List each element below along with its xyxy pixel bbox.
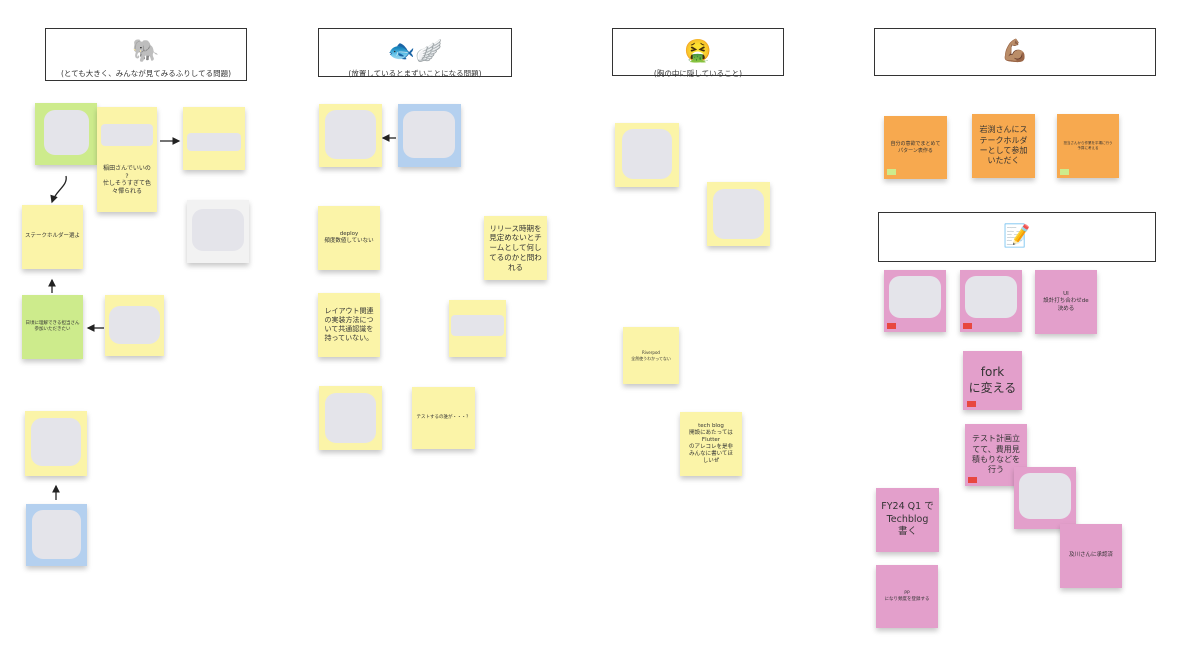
note-text: 担当さんから作業を平場に行う 予算に考える — [1063, 141, 1113, 150]
sticky-note-image[interactable] — [35, 103, 97, 165]
note-text: 日頃に理解できる担当さん 参加いただきたい — [25, 321, 80, 332]
sticky-note[interactable]: 担当さんから作業を平場に行う 予算に考える — [1057, 114, 1119, 178]
sticky-note[interactable]: テストするの誰が・・・？ — [412, 387, 475, 449]
note-text: fork に変える — [968, 364, 1017, 395]
note-text: リリース時期を 見定めないとチ ームとして何し てるのかと問わ れる — [489, 223, 542, 272]
image-placeholder — [192, 209, 244, 251]
fish-wing-emoji-icon: 🐟🪽 — [387, 39, 443, 64]
sticky-note[interactable]: UI 設計打ち合わせde 決める — [1035, 270, 1097, 334]
sticky-note-image[interactable] — [449, 300, 506, 357]
sticky-note-image[interactable] — [105, 295, 164, 356]
sticky-note[interactable]: tech blog 開設にあたっては Flutter のアレコレを是非 みんなに… — [680, 412, 742, 476]
flexed-biceps-emoji-icon: 💪🏽 — [1001, 39, 1029, 64]
image-placeholder — [713, 189, 764, 239]
sticky-note[interactable]: FY24 Q1 で Techblog 書く — [876, 488, 939, 552]
sticky-note-image[interactable] — [1014, 467, 1076, 529]
sticky-note[interactable]: Riverpod 全然使うわかってない — [623, 327, 679, 384]
sticky-note-image[interactable] — [319, 104, 382, 167]
note-tag — [887, 323, 896, 329]
note-text: ステークホルダー選よ — [25, 233, 81, 240]
image-placeholder — [622, 129, 672, 179]
note-text: テストするの誰が・・・？ — [416, 415, 471, 421]
image-placeholder — [1019, 473, 1071, 519]
note-text: 稲田さんでいいの ? 忙しそうすぎて色 々憚られる — [102, 164, 151, 196]
note-text: 岩渕さんにス テークホルダ ーとして参加 いただく — [979, 125, 1028, 166]
sticky-note[interactable]: deploy 頻度数値していない — [318, 206, 380, 270]
image-placeholder — [965, 276, 1017, 318]
header-fish[interactable]: 🐟🪽 (放置しているとまずいことになる問題) — [318, 28, 512, 78]
elephant-emoji-icon: 🐘 — [132, 39, 160, 64]
sticky-note-image[interactable] — [615, 123, 679, 187]
note-text: PP になり頻度を登録する — [884, 590, 930, 602]
note-text: レイアウト関連 の実装方法につ いて共通認識を 持っていない。 — [324, 306, 374, 343]
note-tag — [1060, 169, 1069, 175]
nauseated-face-emoji-icon: 🤮 — [684, 39, 712, 64]
note-tag — [967, 401, 976, 407]
image-placeholder — [325, 393, 376, 443]
header-caption: (とても大きく、みんなが見てみるふりしてる問題) — [60, 69, 232, 78]
note-text: tech blog 開設にあたっては Flutter のアレコレを是非 みんなに… — [688, 422, 733, 465]
note-text: 自分の意欲でまとめて パターン表作る — [890, 141, 941, 154]
note-tag — [887, 169, 896, 175]
image-placeholder — [109, 306, 160, 344]
sticky-note[interactable]: レイアウト関連 の実装方法につ いて共通認識を 持っていない。 — [318, 293, 380, 357]
sticky-note[interactable]: 稲田さんでいいの ? 忙しそうすぎて色 々憚られる — [97, 107, 157, 212]
image-placeholder — [44, 110, 89, 155]
header-elephant[interactable]: 🐘 (とても大きく、みんなが見てみるふりしてる問題) — [45, 28, 247, 81]
sticky-note[interactable]: PP になり頻度を登録する — [876, 565, 938, 628]
sticky-note[interactable]: 日頃に理解できる担当さん 参加いただきたい — [22, 295, 83, 359]
note-tag — [968, 477, 977, 483]
header-caption: (胸の中に隠していること) — [653, 69, 743, 78]
sticky-note-image[interactable] — [707, 182, 770, 246]
image-placeholder — [32, 510, 81, 559]
sticky-note-image[interactable] — [187, 200, 249, 263]
image-placeholder — [889, 276, 941, 318]
sticky-note[interactable]: 岩渕さんにス テークホルダ ーとして参加 いただく — [972, 114, 1035, 178]
image-placeholder — [187, 133, 241, 151]
sticky-note[interactable]: 自分の意欲でまとめて パターン表作る — [884, 116, 947, 179]
sticky-note-image[interactable] — [183, 107, 245, 170]
note-text: Riverpod 全然使うわかってない — [631, 350, 671, 361]
sticky-note[interactable]: fork に変える — [963, 351, 1022, 410]
note-text: UI 設計打ち合わせde 決める — [1043, 291, 1089, 312]
sticky-note[interactable]: 及川さんに承認済 — [1060, 524, 1122, 588]
note-text: 及川さんに承認済 — [1068, 552, 1113, 559]
image-placeholder — [403, 111, 455, 158]
image-placeholder — [451, 315, 504, 336]
header-nauseated[interactable]: 🤮 (胸の中に隠していること) — [612, 28, 784, 78]
image-placeholder — [325, 110, 376, 159]
sticky-note-image[interactable] — [26, 504, 87, 566]
sticky-note[interactable]: ステークホルダー選よ — [22, 205, 83, 269]
note-text: deploy 頻度数値していない — [324, 230, 374, 244]
sticky-note[interactable]: リリース時期を 見定めないとチ ームとして何し てるのかと問わ れる — [484, 216, 547, 280]
header-muscle[interactable]: 💪🏽 — [874, 28, 1156, 76]
sticky-note-image[interactable] — [960, 270, 1022, 332]
header-caption: (放置しているとまずいことになる問題) — [348, 69, 482, 78]
image-placeholder — [31, 418, 81, 466]
sticky-note-image[interactable] — [319, 386, 382, 450]
arrow-connector — [50, 175, 67, 204]
image-placeholder — [101, 124, 153, 146]
note-text: テスト計画立 てて、費用見 積もりなどを 行う — [972, 434, 1020, 475]
header-memo[interactable]: 📝 — [878, 212, 1156, 262]
sticky-note-image[interactable] — [25, 411, 87, 476]
sticky-note-image[interactable] — [884, 270, 946, 332]
note-tag — [963, 323, 972, 329]
sticky-note-image[interactable] — [398, 104, 461, 167]
memo-emoji-icon: 📝 — [1003, 224, 1031, 249]
note-text: FY24 Q1 で Techblog 書く — [881, 501, 934, 538]
